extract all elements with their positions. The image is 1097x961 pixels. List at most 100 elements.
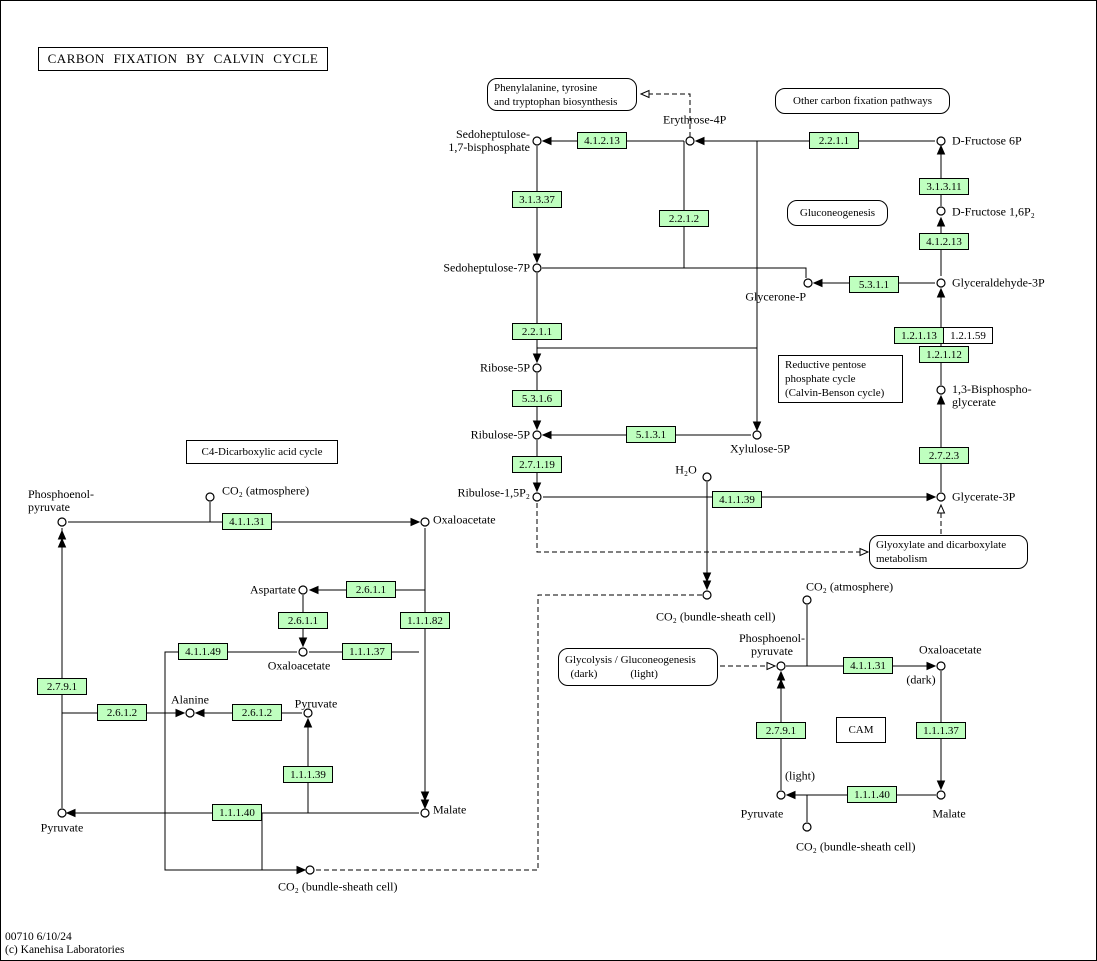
pathway-box-other-carbon-fixation-pathways[interactable]: Other carbon fixation pathways: [775, 88, 950, 114]
compound-label: (light): [785, 768, 815, 783]
compound-node-co2-bundle-sheath-mid[interactable]: [702, 590, 712, 600]
enzyme-box-2.6.1.2[interactable]: 2.6.1.2: [97, 704, 147, 721]
compound-node-aspartate[interactable]: [298, 585, 308, 595]
enzyme-box-2.2.1.1[interactable]: 2.2.1.1: [512, 323, 562, 340]
enzyme-box-1.1.1.39[interactable]: 1.1.1.39: [283, 766, 333, 783]
compound-node-co2-bundle-sheath-left[interactable]: [305, 865, 315, 875]
enzyme-box-2.7.1.19[interactable]: 2.7.1.19: [512, 456, 562, 473]
pathway-box-label: phosphate cycle: [785, 373, 856, 385]
pathway-box-glycolysis-gluconeogenesis[interactable]: Glycolysis / Gluconeogenesis (dark) (lig…: [558, 648, 718, 686]
arrowhead-down: [702, 572, 712, 583]
compound-label: Pyruvate: [741, 807, 784, 821]
compound-label: Malate: [433, 803, 466, 817]
enzyme-box-4.1.1.39[interactable]: 4.1.1.39: [712, 491, 762, 508]
label-line: pyruvate: [751, 644, 793, 658]
compound-node-co2-atmosphere-right[interactable]: [802, 595, 812, 605]
compound-node-glycerate-3p[interactable]: [936, 492, 946, 502]
label-line: Alanine: [171, 692, 209, 707]
enzyme-box-4.1.1.49[interactable]: 4.1.1.49: [178, 643, 228, 660]
compound-node-erythrose-4p[interactable]: [685, 136, 695, 146]
compound-label: Glycerone-P: [745, 290, 806, 304]
compound-node-pyruvate-bottom-left[interactable]: [57, 808, 67, 818]
edge-line: [542, 267, 807, 278]
compound-node-malate-right[interactable]: [936, 790, 946, 800]
enzyme-box-5.1.3.1[interactable]: 5.1.3.1: [626, 426, 676, 443]
enzyme-box-1.2.1.12[interactable]: 1.2.1.12: [919, 346, 969, 363]
arrowhead-left-open: [639, 89, 650, 99]
compound-node-oxaloacetate-top[interactable]: [420, 517, 430, 527]
enzyme-box-5.3.1.6[interactable]: 5.3.1.6: [512, 390, 562, 407]
pathway-box-cam[interactable]: CAM: [836, 717, 886, 743]
enzyme-box-2.6.1.1[interactable]: 2.6.1.1: [346, 581, 396, 598]
enzyme-box-4.1.1.31[interactable]: 4.1.1.31: [843, 657, 893, 674]
compound-node-ribulose-5p[interactable]: [532, 430, 542, 440]
enzyme-box-5.3.1.1[interactable]: 5.3.1.1: [849, 276, 899, 293]
compound-node-d-fructose-1-6p2[interactable]: [936, 206, 946, 216]
compound-node-glycerone-p[interactable]: [803, 278, 813, 288]
label-line: D-Fructose 6P: [952, 133, 1022, 148]
edge-line-dashed: [536, 503, 868, 553]
arrowhead-right: [926, 661, 937, 671]
pathway-box-c4-dicarboxylic-acid-cycle[interactable]: C4-Dicarboxylic acid cycle: [186, 440, 338, 464]
enzyme-box-1.1.1.40[interactable]: 1.1.1.40: [212, 804, 262, 821]
label-line: pyruvate: [28, 500, 70, 514]
enzyme-box-4.1.2.13[interactable]: 4.1.2.13: [577, 132, 627, 149]
compound-node-oxaloacetate-right[interactable]: [936, 661, 946, 671]
enzyme-box-2.7.9.1[interactable]: 2.7.9.1: [37, 678, 87, 695]
label-line: Phosphoenol-: [739, 631, 805, 645]
enzyme-box-3.1.3.11[interactable]: 3.1.3.11: [919, 178, 969, 195]
compound-node-ribose-5p[interactable]: [532, 363, 542, 373]
arrowhead-up: [936, 144, 946, 155]
compound-node-alanine[interactable]: [185, 708, 195, 718]
arrowhead-right: [175, 708, 186, 718]
arrowhead-up: [303, 717, 313, 728]
enzyme-box-2.6.1.2[interactable]: 2.6.1.2: [232, 704, 282, 721]
compound-node-h2o[interactable]: [702, 472, 712, 482]
label-line: Pyruvate: [294, 696, 338, 711]
compound-node-glyceraldehyde-3p[interactable]: [936, 278, 946, 288]
enzyme-box-1.2.1.13[interactable]: 1.2.1.13: [894, 327, 944, 344]
enzyme-box-4.1.2.13[interactable]: 4.1.2.13: [919, 233, 969, 250]
compound-node-sedoheptulose-7p[interactable]: [532, 263, 542, 273]
arrowhead-up-open: [936, 503, 946, 514]
pathway-box-label: Phenylalanine, tyrosine: [494, 81, 598, 94]
compound-node-1-3-bisphosphoglycerate[interactable]: [936, 385, 946, 395]
label-line: CO₂ (bundle-sheath cell): [278, 879, 398, 894]
compound-node-d-fructose-6p[interactable]: [936, 136, 946, 146]
enzyme-box-2.2.1.2[interactable]: 2.2.1.2: [659, 210, 709, 227]
compound-node-co2-atmosphere-left[interactable]: [205, 492, 215, 502]
compound-node-pyruvate-mid[interactable]: [303, 708, 313, 718]
arrowhead-left: [308, 585, 319, 595]
compound-node-pyruvate-right[interactable]: [776, 790, 786, 800]
label-line: CO₂ (atmosphere): [806, 579, 894, 594]
compound-node-co2-bundle-sheath-right[interactable]: [802, 822, 812, 832]
enzyme-box-4.1.1.31[interactable]: 4.1.1.31: [222, 513, 272, 530]
enzyme-box-1.1.1.37[interactable]: 1.1.1.37: [342, 643, 392, 660]
compound-node-phosphoenolpyruvate-left[interactable]: [57, 517, 67, 527]
enzyme-box-1.1.1.37[interactable]: 1.1.1.37: [916, 722, 966, 739]
enzyme-box-1.2.1.59[interactable]: 1.2.1.59: [943, 327, 993, 344]
compound-node-oxaloacetate-lower[interactable]: [298, 647, 308, 657]
compound-node-ribulose-1-5p2[interactable]: [532, 492, 542, 502]
enzyme-box-2.2.1.1[interactable]: 2.2.1.1: [809, 132, 859, 149]
arrowhead-up: [936, 394, 946, 405]
pathway-box-gluconeogenesis[interactable]: Gluconeogenesis: [787, 200, 888, 226]
compound-node-xylulose-5p[interactable]: [752, 430, 762, 440]
enzyme-box-3.1.3.37[interactable]: 3.1.3.37: [512, 191, 562, 208]
edge-line-dashed: [316, 594, 702, 871]
enzyme-box-2.6.1.1[interactable]: 2.6.1.1: [278, 612, 328, 629]
enzyme-box-1.1.1.82[interactable]: 1.1.1.82: [400, 612, 450, 629]
compound-label: Pyruvate: [294, 696, 338, 711]
compound-node-phosphoenolpyruvate-right[interactable]: [776, 661, 786, 671]
enzyme-box-2.7.9.1[interactable]: 2.7.9.1: [756, 722, 806, 739]
enzyme-box-1.1.1.40[interactable]: 1.1.1.40: [847, 786, 897, 803]
arrowhead-right-open: [766, 661, 777, 671]
enzyme-box-2.7.2.3[interactable]: 2.7.2.3: [919, 447, 969, 464]
compound-node-malate-left[interactable]: [420, 808, 430, 818]
label-line: (light): [785, 768, 815, 783]
compound-node-sedoheptulose-1-7-bisphosphate[interactable]: [532, 136, 542, 146]
label-line: Oxaloacetate: [919, 642, 982, 657]
